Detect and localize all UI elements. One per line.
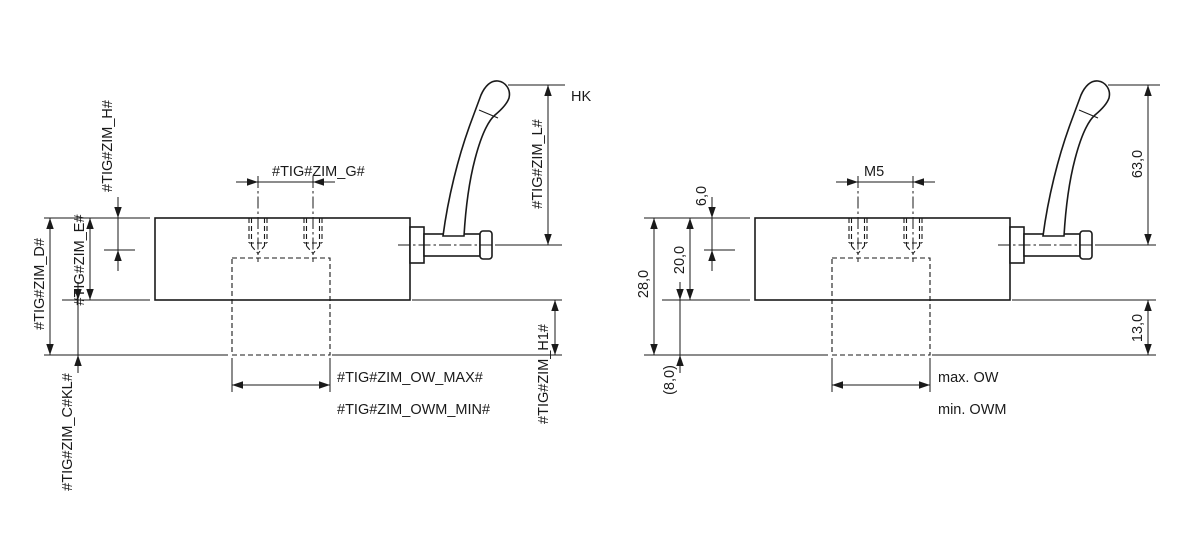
dimension-labels-left: #TIG#ZIM_D# #TIG#ZIM_E# #TIG#ZIM_H# #TIG…: [32, 89, 591, 491]
extension-lines-right: [644, 84, 1160, 392]
dim-label-c: #TIG#ZIM_C#KL#: [60, 373, 76, 491]
dim-label-13: 13,0: [1130, 314, 1146, 342]
dim-label-g: #TIG#ZIM_G#: [272, 164, 365, 180]
dim-label-28: 28,0: [636, 270, 652, 298]
dimension-lines-right: [650, 85, 1152, 389]
dim-label-63: 63,0: [1130, 150, 1146, 178]
dim-label-8: (8,0): [662, 365, 678, 395]
dim-label-20: 20,0: [672, 246, 688, 274]
dim-label-owm-min: #TIG#ZIM_OWM_MIN#: [337, 402, 490, 418]
left-view: #TIG#ZIM_D# #TIG#ZIM_E# #TIG#ZIM_H# #TIG…: [32, 80, 591, 491]
right-view: 28,0 20,0 6,0 (8,0) M5 63,0 13,0 max. OW…: [636, 80, 1160, 418]
part-instance-right: [754, 80, 1111, 356]
dimension-lines-left: [46, 85, 559, 389]
dim-label-e: #TIG#ZIM_E#: [72, 214, 88, 305]
handle-label-hk: HK: [571, 89, 591, 105]
dim-label-owm-min: min. OWM: [938, 402, 1006, 418]
dim-label-ow-max: #TIG#ZIM_OW_MAX#: [337, 370, 483, 386]
dim-label-d: #TIG#ZIM_D#: [32, 238, 48, 330]
dim-label-m5: M5: [864, 164, 884, 180]
dimension-labels-right: 28,0 20,0 6,0 (8,0) M5 63,0 13,0 max. OW…: [636, 150, 1146, 418]
dim-label-l: #TIG#ZIM_L#: [530, 119, 546, 208]
dim-label-h1: #TIG#ZIM_H1#: [536, 324, 552, 424]
dim-label-ow-max: max. OW: [938, 370, 999, 386]
dim-label-6: 6,0: [694, 186, 710, 206]
part-instance-left: [154, 80, 511, 356]
dim-label-h: #TIG#ZIM_H#: [100, 100, 116, 192]
